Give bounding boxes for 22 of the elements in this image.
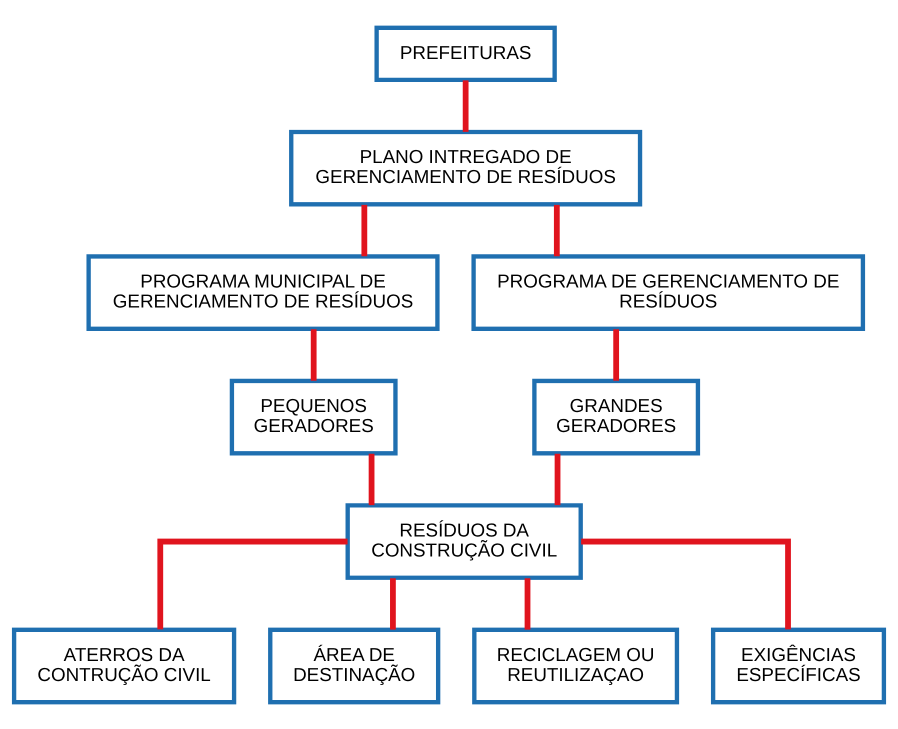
node-box: ATERROS DA CONTRUÇÃO CIVIL bbox=[12, 627, 236, 704]
connector bbox=[554, 453, 560, 505]
node-box: RECICLAGEM OU REUTILIZAÇAO bbox=[472, 627, 680, 704]
node-box: EXIGÊNCIAS ESPECÍFICAS bbox=[710, 627, 886, 704]
node-box: PREFEITURAS bbox=[374, 25, 557, 82]
node-box: RESÍDUOS DA CONSTRUÇÃO CIVIL bbox=[346, 502, 583, 580]
connector bbox=[581, 538, 791, 629]
node-box: PROGRAMA DE GERENCIAMENTO DE RESÍDUOS bbox=[471, 254, 866, 330]
node-box: ÁREA DE DESTINAÇÃO bbox=[268, 627, 440, 704]
node-box: PEQUENOS GERADORES bbox=[230, 378, 398, 455]
connector bbox=[613, 328, 620, 380]
node-box: GRANDES GERADORES bbox=[532, 378, 700, 455]
connector bbox=[368, 453, 374, 505]
connector bbox=[524, 578, 530, 630]
node-box: PLANO INTREGADO DE GERENCIAMENTO DE RESÍDUOS bbox=[289, 129, 642, 206]
connector bbox=[390, 578, 396, 630]
connector bbox=[554, 204, 560, 256]
connector bbox=[157, 538, 348, 629]
connector bbox=[361, 204, 368, 256]
connector bbox=[462, 80, 469, 132]
connector bbox=[310, 328, 317, 380]
node-box: PROGRAMA MUNICIPAL DE GERENCIAMENTO DE RESÍDUOS bbox=[86, 254, 440, 330]
